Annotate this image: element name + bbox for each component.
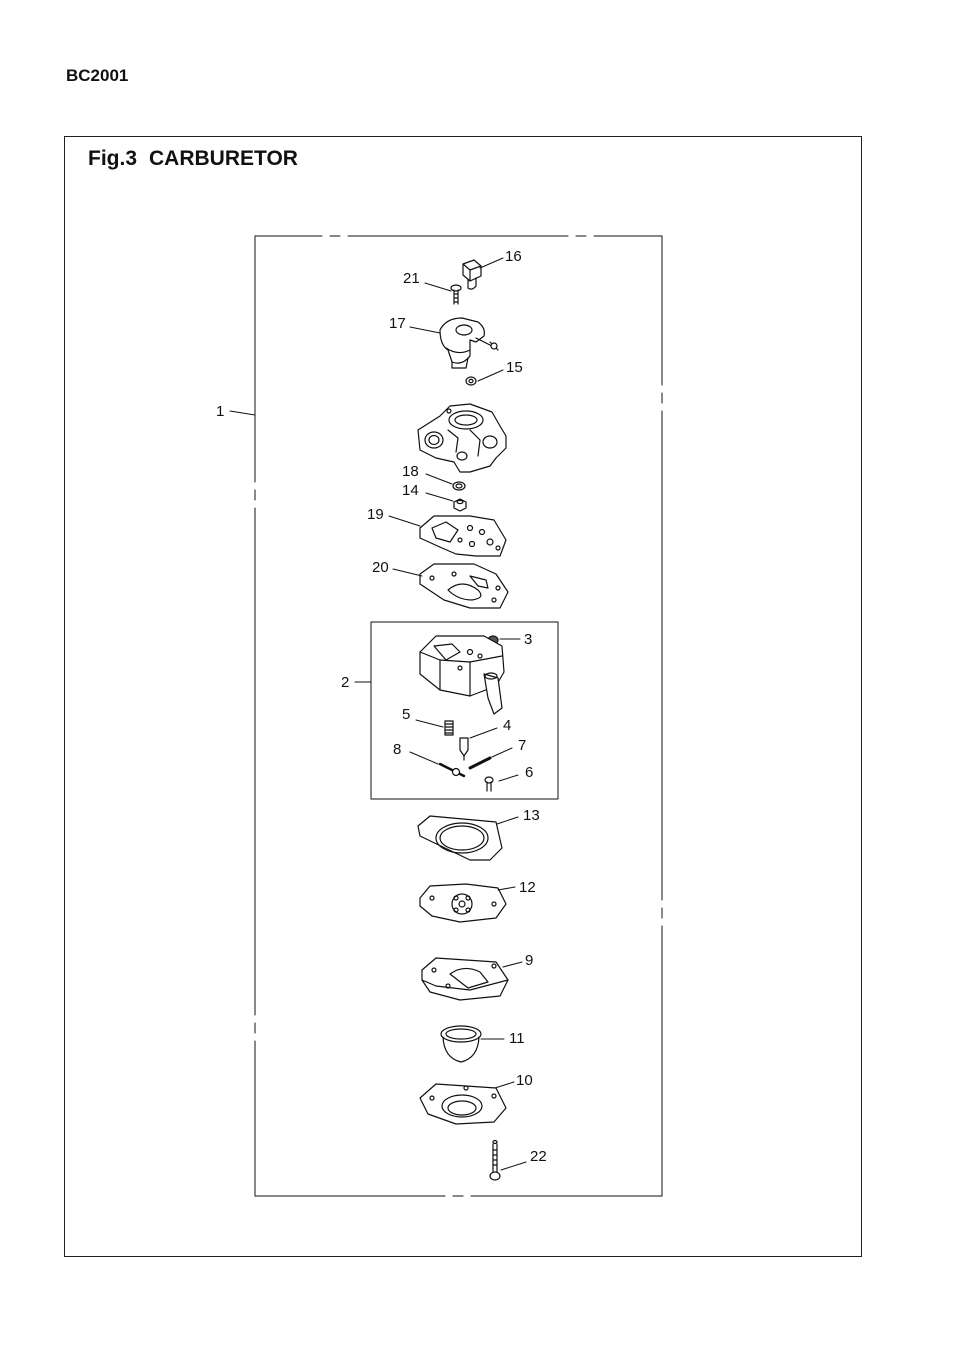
callout-17: 17: [389, 315, 406, 332]
part-20-gasket: [419, 563, 509, 609]
callout-10: 10: [516, 1072, 533, 1089]
callout-3: 3: [524, 631, 532, 648]
callout-14: 14: [402, 482, 419, 499]
callout-9: 9: [525, 952, 533, 969]
leader-lines: [229, 257, 527, 1171]
figure-frame: [64, 136, 862, 1257]
carburetor-body: [417, 403, 507, 473]
figure-number: Fig.3: [88, 147, 138, 170]
part-18-ring: [452, 481, 466, 491]
part-11-primer-bulb: [440, 1025, 482, 1063]
part-14-nut: [453, 498, 467, 512]
part-10-cover: [419, 1083, 507, 1125]
part-17-lever: [439, 317, 499, 369]
part-9-metering-cover: [421, 957, 509, 1001]
part-22-screw: [489, 1139, 501, 1181]
assembly-1-boundary: [254, 235, 663, 1197]
callout-11: 11: [509, 1030, 525, 1047]
callout-7: 7: [518, 737, 526, 754]
part-16-cap: [462, 259, 482, 290]
callout-4: 4: [503, 717, 511, 734]
callout-22: 22: [530, 1148, 547, 1165]
callout-13: 13: [523, 807, 540, 824]
figure-title: Fig.3 CARBURETOR: [88, 147, 310, 171]
part-6-screw: [484, 776, 494, 792]
callout-15: 15: [506, 359, 523, 376]
part-12-diaphragm: [419, 883, 507, 923]
callout-21: 21: [403, 270, 420, 287]
part-8-lever: [438, 762, 466, 778]
part-13-gasket: [417, 815, 503, 861]
callout-19: 19: [367, 506, 384, 523]
part-4-needle: [459, 737, 469, 761]
callout-8: 8: [393, 741, 401, 758]
part-21-screw: [450, 284, 462, 305]
part-5-spring: [444, 720, 454, 736]
part-7-pin: [468, 756, 492, 770]
callout-labels: 1 2 3 4 5 6 7 8 9 10 11 12 13 14 15 16 1…: [216, 248, 547, 1165]
callout-16: 16: [505, 248, 522, 265]
callout-20: 20: [372, 559, 389, 576]
assembly-2-box: [370, 621, 559, 800]
callout-5: 5: [402, 706, 410, 723]
callout-2: 2: [341, 674, 349, 691]
part-2-pump-body: [419, 635, 505, 715]
part-19-gasket: [419, 515, 507, 557]
callout-6: 6: [525, 764, 533, 781]
model-code: BC2001: [66, 66, 129, 85]
callout-12: 12: [519, 879, 536, 896]
callout-1: 1: [216, 403, 224, 420]
figure-caption: CARBURETOR: [149, 147, 298, 170]
part-15-washer: [465, 376, 477, 386]
callout-18: 18: [402, 463, 419, 480]
